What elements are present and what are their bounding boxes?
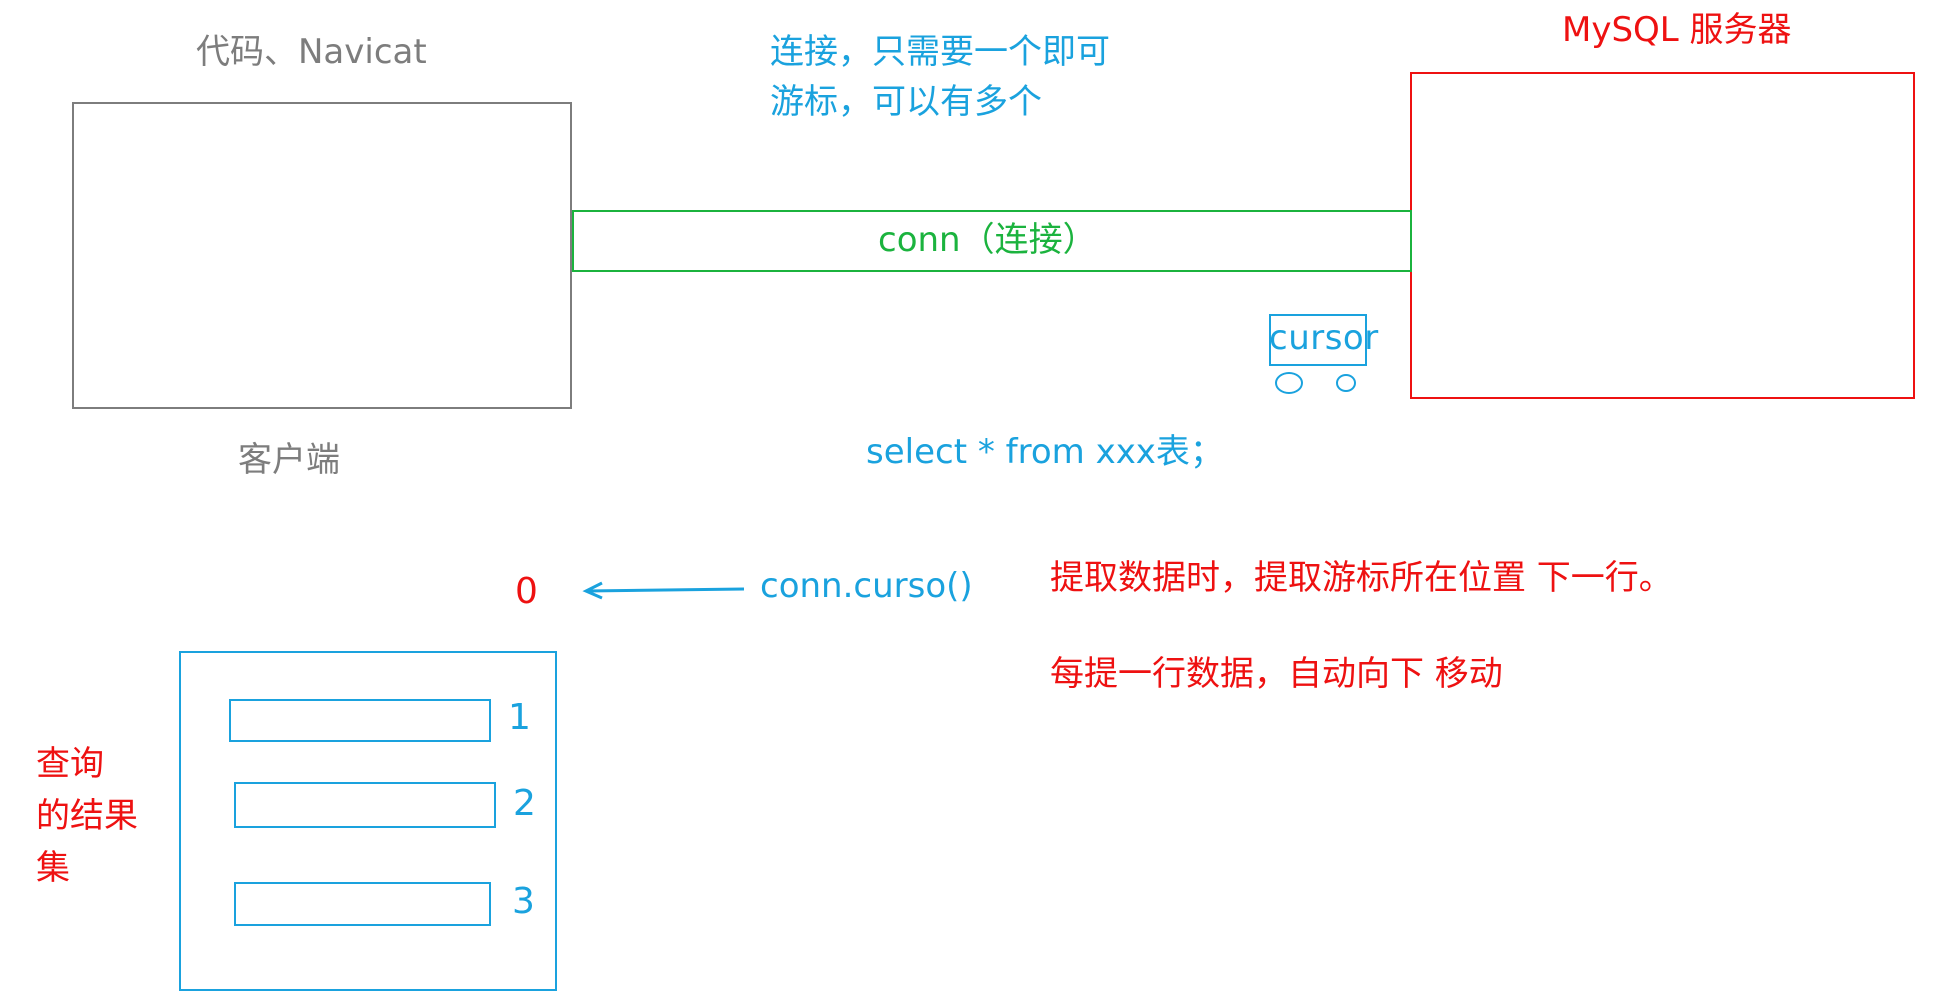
server-box <box>1410 72 1915 399</box>
row-number-2: 2 <box>513 783 536 824</box>
cursor-wheel-left <box>1275 372 1303 394</box>
client-box <box>72 102 572 409</box>
client-title: 代码、Navicat <box>196 32 427 72</box>
explanation-line-1: 提取数据时，提取游标所在位置 下一行。 <box>1050 558 1673 598</box>
cursor-label-boxed: curso <box>1269 318 1365 358</box>
explanation-line-2: 每提一行数据，自动向下 移动 <box>1050 654 1503 694</box>
row-number-1: 1 <box>508 697 531 738</box>
server-title: MySQL 服务器 <box>1562 10 1792 50</box>
client-label: 客户端 <box>238 440 340 480</box>
pointer-arrow <box>582 581 745 600</box>
result-set-box <box>179 651 557 991</box>
pointer-call: conn.curso() <box>760 566 973 606</box>
result-row-1 <box>229 699 491 742</box>
result-label-line-2: 的结果 <box>36 796 138 836</box>
cursor-wheel-right <box>1336 374 1356 392</box>
connection-label: conn（连接） <box>878 220 1097 260</box>
result-row-3 <box>234 882 491 926</box>
row-number-3: 3 <box>512 881 535 922</box>
note-connection: 连接，只需要一个即可 <box>770 32 1110 72</box>
connection-bar <box>572 210 1412 272</box>
query-sql: select * from xxx表； <box>866 432 1224 472</box>
result-label-line-1: 查询 <box>36 744 104 784</box>
cursor-label: cursor <box>1269 318 1379 359</box>
cursor-label-tail: r <box>1364 318 1379 358</box>
pointer-position: 0 <box>515 571 538 612</box>
cursor-box <box>1269 314 1367 366</box>
result-label-line-3: 集 <box>36 848 70 888</box>
result-row-2 <box>234 782 496 828</box>
note-cursor: 游标，可以有多个 <box>770 82 1042 122</box>
